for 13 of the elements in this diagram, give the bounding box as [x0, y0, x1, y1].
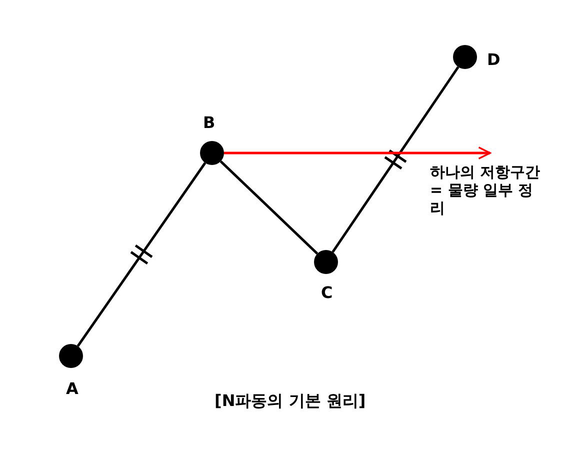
point-label: D	[487, 51, 500, 69]
point-dot	[200, 141, 224, 165]
point-label: B	[203, 114, 216, 132]
point-label: A	[66, 380, 78, 398]
point-dot	[453, 45, 477, 69]
point-label: C	[321, 284, 333, 302]
line	[332, 66, 460, 253]
point-dot	[314, 250, 338, 274]
caption: [N파동의 기본 원리]	[214, 391, 366, 412]
arrow	[224, 146, 491, 160]
line	[220, 160, 318, 255]
line	[76, 162, 206, 347]
point-dot	[59, 344, 83, 368]
